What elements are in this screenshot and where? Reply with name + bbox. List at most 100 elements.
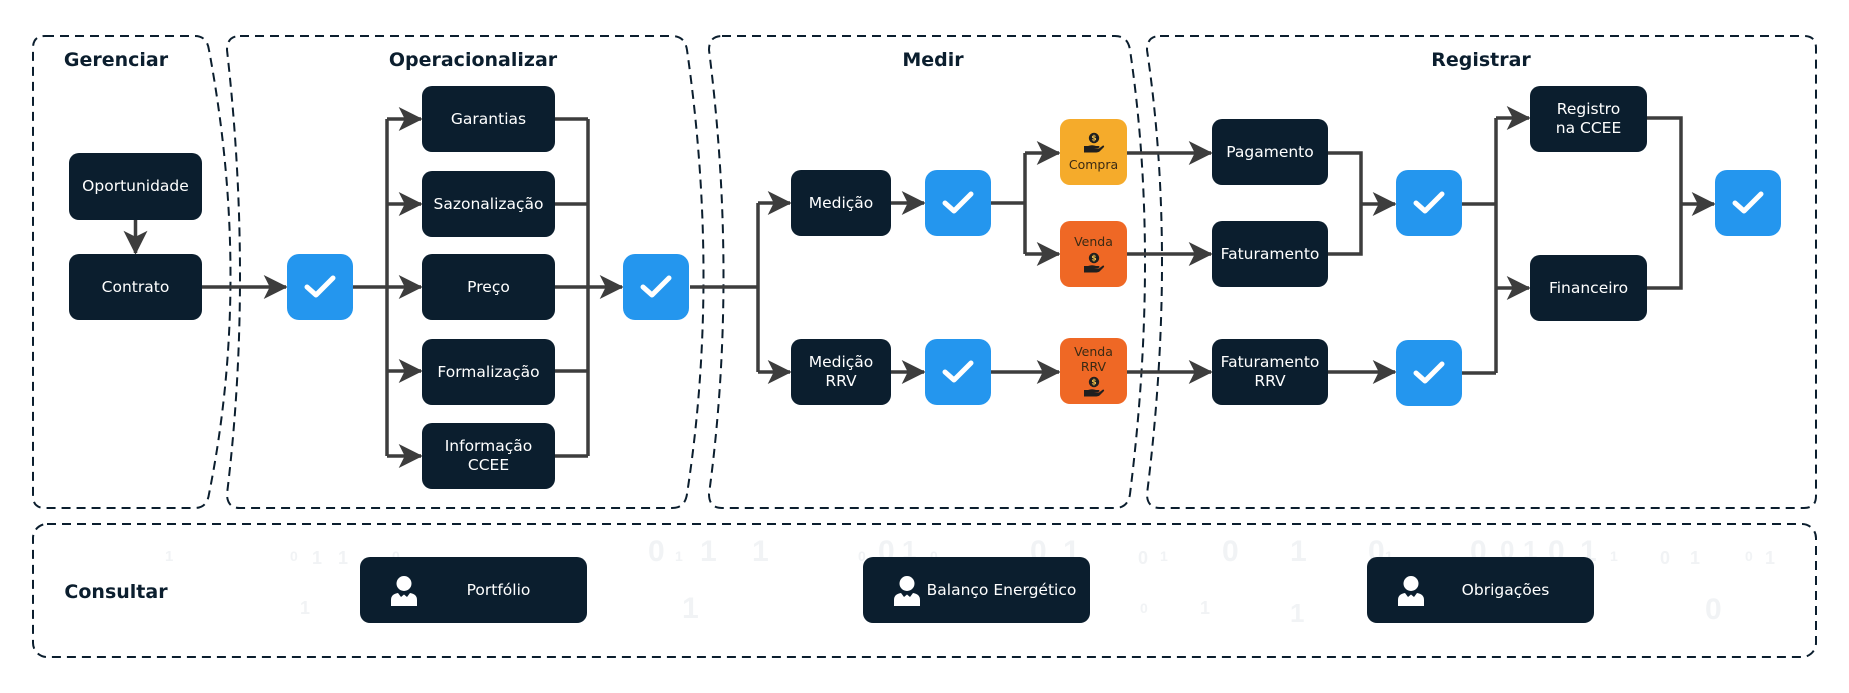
section-border-operacionalizar	[225, 35, 705, 509]
binary-digit: 0	[858, 548, 866, 564]
consult-button-obrigacoes[interactable]: Obrigações	[1367, 557, 1594, 623]
consult-button-label: Portfólio	[466, 581, 531, 599]
binary-digit: 0	[392, 548, 400, 564]
section-title-gerenciar: Gerenciar	[63, 49, 169, 71]
node-compra[interactable]: $ Compra	[1060, 119, 1127, 185]
check-node-contrato[interactable]	[287, 254, 353, 320]
node-medicao[interactable]: Medição	[791, 170, 891, 236]
check-node-faturamento[interactable]	[1396, 170, 1462, 236]
section-title-registrar: Registrar	[1431, 49, 1531, 71]
node-sazonalizacao[interactable]: Sazonalização	[422, 171, 555, 237]
node-label: Financeiro	[1548, 278, 1629, 297]
node-preco[interactable]: Preço	[422, 254, 555, 320]
binary-digit: 0	[1705, 593, 1722, 626]
node-label: Oportunidade	[82, 177, 189, 195]
checkmark-icon	[1412, 360, 1446, 386]
node-label: Informação CCEE	[444, 437, 533, 474]
node-label: Garantias	[450, 109, 527, 128]
binary-digit: 1	[165, 548, 174, 565]
binary-digit: 0	[1745, 548, 1753, 564]
section-title-consultar: Consultar	[64, 581, 168, 603]
node-label: Preço	[467, 277, 510, 296]
section-border-gerenciar	[32, 35, 232, 509]
section-border-medir	[707, 35, 1146, 509]
checkmark-icon	[639, 274, 673, 300]
binary-digit: 1	[312, 548, 323, 568]
person-icon	[893, 575, 921, 611]
money-hand-icon: $	[1083, 252, 1105, 274]
checkmark-icon	[941, 359, 975, 385]
check-node-final[interactable]	[1715, 170, 1781, 236]
node-venda-rrv[interactable]: Venda RRV $	[1060, 338, 1127, 404]
binary-digit: 1	[300, 598, 311, 618]
node-label: Venda RRV	[1074, 344, 1113, 374]
svg-text:$: $	[1091, 378, 1096, 387]
binary-digit: 1	[1385, 548, 1393, 564]
binary-digit: 0	[1222, 535, 1239, 568]
node-garantias[interactable]: Garantias	[422, 86, 555, 152]
binary-digit: 1	[700, 535, 717, 568]
binary-digit: 0	[290, 548, 298, 564]
node-faturamento[interactable]: Faturamento	[1212, 221, 1328, 287]
binary-digit: 1	[752, 535, 769, 568]
binary-digit: 1	[682, 592, 699, 625]
node-financeiro[interactable]: Financeiro	[1530, 255, 1647, 321]
binary-digit: 1	[675, 548, 683, 564]
consult-button-balanco-energetico[interactable]: Balanço Energético	[863, 557, 1090, 623]
checkmark-icon	[1412, 190, 1446, 216]
connector-final-merge	[1647, 116, 1683, 290]
connector-pagamento-merge	[1328, 151, 1363, 256]
person-icon	[1397, 575, 1425, 611]
node-registro-ccee[interactable]: Registro na CCEE	[1530, 86, 1647, 152]
consult-button-label: Obrigações	[1461, 581, 1550, 599]
checkmark-icon	[303, 274, 337, 300]
node-label: Faturamento	[1220, 244, 1320, 263]
binary-digit: 0	[648, 535, 665, 568]
node-label: Faturamento RRV	[1220, 353, 1320, 390]
binary-digit: 1	[1610, 548, 1618, 564]
binary-digit: 1	[1765, 548, 1776, 568]
node-pagamento[interactable]: Pagamento	[1212, 119, 1328, 185]
check-node-medicao-rrv[interactable]	[925, 339, 991, 405]
binary-digit: 1	[1160, 548, 1168, 564]
binary-digit: 1	[1200, 598, 1211, 618]
node-oportunidade[interactable]: Oportunidade	[69, 153, 202, 220]
person-icon	[390, 575, 418, 611]
svg-text:$: $	[1091, 134, 1096, 143]
binary-digit: 1	[1290, 598, 1305, 628]
node-informacao-ccee[interactable]: Informação CCEE	[422, 423, 555, 489]
consult-button-label: Balanço Energético	[926, 581, 1077, 599]
svg-text:$: $	[1091, 254, 1096, 263]
check-node-medicao[interactable]	[925, 170, 991, 236]
node-label: Medição	[808, 193, 874, 212]
node-label: Pagamento	[1226, 142, 1314, 161]
node-formalizacao[interactable]: Formalização	[422, 339, 555, 405]
section-border-registrar	[1145, 35, 1817, 509]
node-venda[interactable]: Venda $	[1060, 221, 1127, 287]
binary-digit: 1	[338, 548, 349, 568]
section-title-medir: Medir	[902, 49, 964, 71]
node-label: Contrato	[101, 277, 170, 296]
check-node-operacionalizar[interactable]	[623, 254, 689, 320]
binary-digit: 0	[1660, 548, 1671, 568]
node-label: Sazonalização	[433, 194, 544, 213]
node-faturamento-rrv[interactable]: Faturamento RRV	[1212, 339, 1328, 405]
node-medicao-rrv[interactable]: Medição RRV	[791, 339, 891, 405]
node-label: Medição RRV	[808, 353, 874, 390]
binary-digit: 0	[930, 548, 938, 564]
binary-digit: 0	[1140, 600, 1148, 616]
binary-digit: 1	[1290, 535, 1307, 568]
section-title-operacionalizar: Operacionalizar	[388, 49, 558, 71]
node-label: Compra	[1068, 157, 1119, 172]
node-label: Venda	[1074, 234, 1113, 249]
check-node-faturamento-rrv[interactable]	[1396, 340, 1462, 406]
checkmark-icon	[1731, 190, 1765, 216]
section-border-consultar	[32, 523, 1817, 658]
binary-digit: 1	[1690, 548, 1701, 568]
checkmark-icon	[941, 190, 975, 216]
money-hand-icon: $	[1083, 376, 1105, 398]
consult-button-portfolio[interactable]: Portfólio	[360, 557, 587, 623]
node-contrato[interactable]: Contrato	[69, 254, 202, 320]
